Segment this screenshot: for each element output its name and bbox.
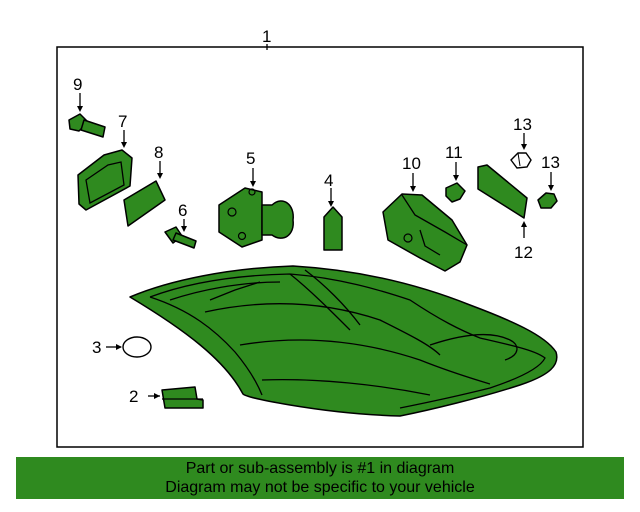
callout-11-label: 11 — [445, 143, 463, 162]
part-11-clip[interactable] — [445, 182, 466, 203]
arrow-3 — [116, 344, 122, 350]
arrow-12 — [521, 221, 527, 227]
part-7-cover[interactable] — [77, 149, 133, 211]
callout-8-label: 8 — [154, 143, 163, 162]
arrow-5 — [250, 181, 256, 187]
headlamp-assembly[interactable] — [129, 265, 558, 417]
callout-7-label: 7 — [118, 112, 127, 131]
callout-3-label: 3 — [92, 338, 101, 357]
part-13-cap-green[interactable] — [537, 192, 558, 209]
diagram-frame — [56, 46, 584, 448]
arrow-8 — [157, 173, 163, 179]
arrow-4 — [328, 201, 334, 207]
banner-line-2: Diagram may not be specific to your vehi… — [165, 479, 475, 496]
arrow-2 — [154, 393, 160, 399]
callout-5-label: 5 — [246, 149, 255, 168]
callout-1-label: 1 — [262, 27, 271, 46]
arrow-10 — [410, 186, 416, 192]
callout-9-label: 9 — [73, 75, 82, 94]
part-13-cap-white[interactable] — [510, 152, 532, 169]
part-3-seal[interactable] — [122, 336, 152, 358]
arrow-11 — [453, 175, 459, 181]
arrow-9 — [77, 106, 83, 112]
part-4[interactable] — [323, 206, 343, 251]
callout-2-label: 2 — [129, 387, 138, 406]
part-8-gasket[interactable] — [123, 180, 166, 227]
part-10-housing[interactable] — [382, 193, 468, 272]
part-9-bolt[interactable] — [68, 113, 106, 138]
part-6-screw[interactable] — [164, 226, 197, 249]
arrow-13b — [548, 185, 554, 191]
callout-13a-label: 13 — [513, 115, 532, 134]
banner-line-1: Part or sub-assembly is #1 in diagram — [185, 460, 455, 477]
arrow-6 — [181, 226, 187, 232]
part-5-socket[interactable] — [218, 187, 294, 248]
disclaimer-banner: Part or sub-assembly is #1 in diagram Di… — [16, 457, 624, 499]
callout-13b-label: 13 — [541, 153, 560, 172]
arrow-7 — [121, 142, 127, 148]
callout-4-label: 4 — [324, 171, 333, 190]
callout-12-label: 12 — [514, 243, 533, 262]
arrow-13a — [521, 144, 527, 150]
callout-6-label: 6 — [178, 201, 187, 220]
part-12-pad[interactable] — [477, 164, 528, 219]
callout-10-label: 10 — [402, 154, 421, 173]
part-2[interactable] — [161, 386, 204, 409]
